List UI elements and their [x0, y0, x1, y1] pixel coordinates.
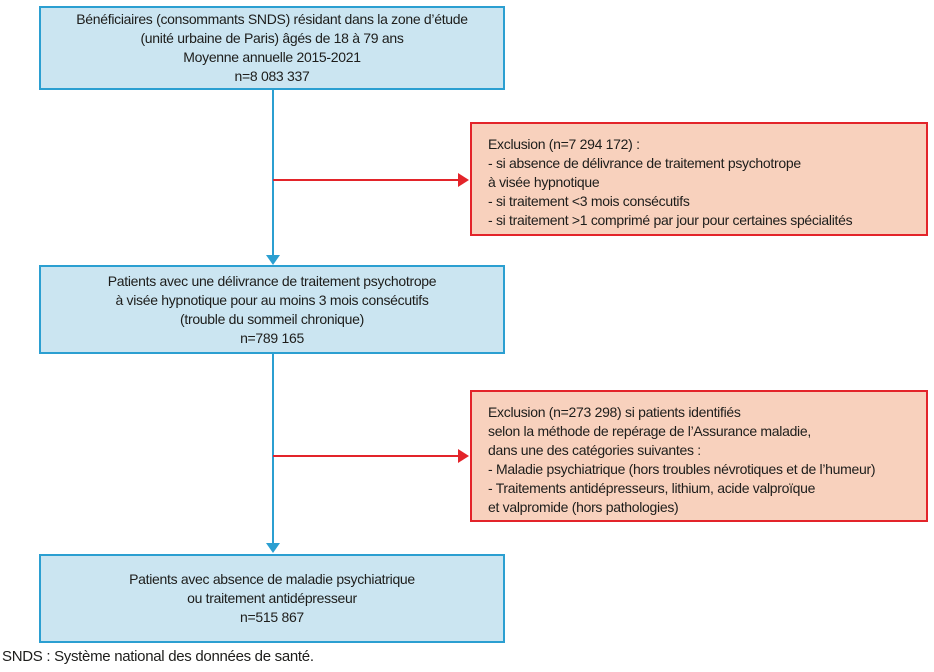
- arrow-cohort-to-final-line: [272, 354, 274, 544]
- arrow-population-to-cohort-line: [272, 90, 274, 256]
- exclusion-box-1: Exclusion (n=7 294 172) : - si absence d…: [470, 122, 928, 236]
- final-box: Patients avec absence de maladie psychia…: [39, 554, 505, 643]
- arrow-to-exclusion-1-line: [273, 179, 459, 181]
- population-box: Bénéficiaires (consommants SNDS) résidan…: [39, 6, 505, 90]
- cohort-box-text: Patients avec une délivrance de traiteme…: [107, 272, 437, 346]
- final-box-text: Patients avec absence de maladie psychia…: [129, 571, 415, 625]
- arrow-down-icon: [266, 255, 280, 265]
- arrow-right-icon: [458, 173, 469, 187]
- arrow-right-icon: [458, 449, 469, 463]
- arrow-down-icon: [266, 543, 280, 553]
- exclusion-box-2: Exclusion (n=273 298) si patients identi…: [470, 390, 928, 522]
- exclusion-box-2-text: Exclusion (n=273 298) si patients identi…: [488, 404, 876, 515]
- exclusion-box-1-text: Exclusion (n=7 294 172) : - si absence d…: [488, 136, 853, 228]
- cohort-box: Patients avec une délivrance de traiteme…: [39, 265, 505, 354]
- population-box-text: Bénéficiaires (consommants SNDS) résidan…: [76, 11, 468, 84]
- footnote: SNDS : Système national des données de s…: [2, 648, 314, 665]
- arrow-to-exclusion-2-line: [273, 455, 459, 457]
